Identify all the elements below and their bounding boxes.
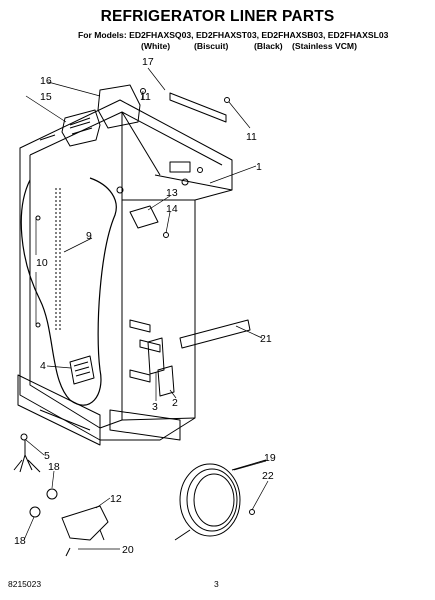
callout-16: 16 — [40, 75, 52, 87]
callout-14: 14 — [166, 203, 178, 215]
color-white: (White) — [141, 41, 171, 51]
callout-5: 5 — [44, 450, 50, 462]
part-18-lower — [29, 506, 41, 518]
color-biscuit: (Biscuit) — [194, 41, 229, 51]
part-21 — [179, 319, 251, 349]
callout-19: 19 — [264, 452, 276, 464]
part-number-footer: 8215023 — [8, 579, 42, 589]
part-17-strip — [169, 92, 227, 123]
part-18-upper — [46, 488, 58, 500]
part-4 — [69, 355, 95, 385]
callout-13: 13 — [166, 187, 178, 199]
callout-10: 10 — [36, 257, 48, 269]
callout-2: 2 — [172, 397, 178, 409]
callout-11-top: 11 — [140, 91, 151, 103]
model-list: For Models: ED2FHAXSQ03, ED2FHAXST03, ED… — [78, 30, 389, 40]
callout-12: 12 — [110, 493, 122, 505]
callout-22: 22 — [262, 470, 274, 482]
color-black: (Black) — [254, 41, 283, 51]
callout-1: 1 — [256, 161, 262, 173]
part-15 — [61, 109, 101, 147]
part-19-coil — [179, 463, 241, 537]
part-5 — [13, 440, 41, 473]
callout-17: 17 — [142, 56, 154, 68]
callout-11-right: 11 — [246, 131, 257, 143]
callout-9: 9 — [86, 230, 92, 242]
callout-15: 15 — [40, 91, 52, 103]
callout-18-upper: 18 — [48, 461, 60, 473]
part-13 — [129, 205, 159, 229]
part-2 — [157, 365, 175, 397]
liner-outline — [19, 99, 233, 441]
page-number: 3 — [214, 579, 219, 589]
callout-4: 4 — [40, 360, 46, 372]
callout-21: 21 — [260, 333, 272, 345]
part-3 — [147, 337, 165, 375]
part-16 — [97, 84, 141, 129]
color-stainless: (Stainless VCM) — [292, 41, 357, 51]
wire-harness — [20, 177, 117, 406]
callout-3: 3 — [152, 401, 158, 413]
part-12 — [61, 505, 109, 541]
callout-20: 20 — [122, 544, 134, 556]
page-title: REFRIGERATOR LINER PARTS — [100, 8, 335, 25]
callout-18-lower: 18 — [14, 535, 26, 547]
